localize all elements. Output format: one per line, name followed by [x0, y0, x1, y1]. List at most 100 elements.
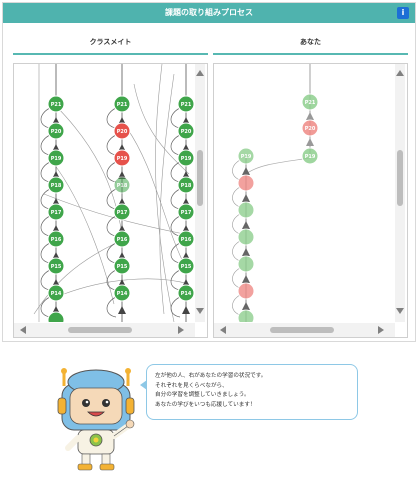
graph-edge [40, 107, 51, 129]
graph-edge [33, 243, 115, 315]
graph-edge [106, 161, 117, 183]
graph-edge [232, 294, 241, 316]
classmates-vscroll-thumb[interactable] [197, 150, 203, 206]
speech-bubble-tail [140, 380, 147, 390]
svg-text:P15: P15 [117, 264, 128, 270]
svg-text:P17: P17 [51, 210, 62, 216]
edge-arrowhead [242, 167, 250, 175]
graph-node: P16 [47, 230, 65, 248]
svg-text:P19: P19 [51, 156, 62, 162]
graph-edge [159, 73, 175, 315]
svg-text:P19: P19 [117, 156, 128, 162]
header-bar: 課題の取り組みプロセス i [3, 3, 415, 23]
graph-edge [40, 242, 51, 264]
svg-text:P21: P21 [305, 100, 316, 106]
svg-text:P19: P19 [241, 154, 252, 160]
classmates-hscrollbar[interactable] [14, 323, 195, 337]
graph-node: P18 [47, 176, 65, 194]
page-title: 課題の取り組みプロセス [165, 8, 253, 17]
edge-arrowhead [242, 194, 250, 202]
graph-edge [40, 269, 51, 291]
svg-text:P18: P18 [117, 183, 128, 189]
graph-node [47, 311, 65, 322]
graph-node: P16 [113, 230, 131, 248]
graph-edge [40, 161, 51, 183]
graph-edge [170, 134, 181, 156]
graph-edge [123, 123, 185, 265]
graph-node: P19 [47, 149, 65, 167]
edge-arrowhead [306, 138, 314, 146]
graph-edge [106, 242, 117, 264]
scroll-left-icon[interactable] [220, 326, 226, 334]
graph-node: P14 [113, 284, 131, 302]
classmates-title: クラスメイト [89, 38, 132, 46]
graph-edge [170, 215, 181, 237]
svg-text:P17: P17 [117, 210, 128, 216]
scroll-up-icon[interactable] [396, 70, 404, 76]
svg-text:P21: P21 [181, 102, 192, 108]
svg-text:P20: P20 [51, 129, 62, 135]
classmates-hscroll-thumb[interactable] [68, 327, 132, 333]
you-hscroll-thumb[interactable] [270, 327, 334, 333]
svg-text:P16: P16 [181, 237, 192, 243]
graph-edge [106, 134, 117, 156]
graph-edge [43, 193, 185, 235]
svg-text:P21: P21 [117, 102, 128, 108]
graph-node: P20 [47, 122, 65, 140]
graph-edge [53, 163, 115, 305]
scroll-up-icon[interactable] [196, 70, 204, 76]
edge-arrowhead [306, 112, 314, 120]
graph-edge [170, 296, 181, 318]
graph-edge [40, 188, 51, 210]
graph-edge [106, 215, 117, 237]
graph-node: P21 [301, 93, 319, 111]
graph-node: P14 [177, 284, 195, 302]
graph-node: P20 [113, 122, 131, 140]
you-vscrollbar[interactable] [395, 64, 405, 322]
graph-edge [106, 269, 117, 291]
svg-text:P17: P17 [181, 210, 192, 216]
graph-edge [155, 64, 175, 322]
svg-text:P16: P16 [51, 237, 62, 243]
info-icon[interactable]: i [397, 7, 409, 19]
scroll-right-icon[interactable] [178, 326, 184, 334]
graph-edge [40, 134, 51, 156]
graph-edge [232, 186, 241, 208]
graph-node [237, 201, 255, 219]
edge-arrowhead [242, 248, 250, 256]
graph-edge [133, 83, 190, 175]
you-vscroll-thumb[interactable] [397, 150, 403, 206]
graph-node: P19 [237, 147, 255, 165]
graph-edge [232, 159, 241, 181]
graph-node: P15 [47, 257, 65, 275]
svg-text:P14: P14 [51, 291, 62, 297]
svg-text:P19: P19 [181, 156, 192, 162]
graph-edge [170, 161, 181, 183]
svg-text:P14: P14 [181, 291, 192, 297]
graph-node [237, 255, 255, 273]
graph-edge [232, 240, 241, 262]
scroll-right-icon[interactable] [378, 326, 384, 334]
graph-edge [170, 188, 181, 210]
graph-edge [106, 188, 117, 210]
graph-node: P17 [47, 203, 65, 221]
edge-arrowhead [242, 302, 250, 310]
graph-edge [170, 269, 181, 291]
graph-edge [40, 215, 51, 237]
svg-text:P20: P20 [305, 126, 316, 132]
scroll-down-icon[interactable] [196, 308, 204, 314]
svg-text:P21: P21 [51, 102, 62, 108]
graph-edge [245, 157, 311, 175]
svg-text:P20: P20 [117, 129, 128, 135]
graph-node: P19 [177, 149, 195, 167]
graph-node [237, 228, 255, 246]
scroll-down-icon[interactable] [396, 308, 404, 314]
you-title: あなた [300, 38, 321, 46]
classmates-vscrollbar[interactable] [195, 64, 205, 322]
graph-node: P20 [177, 122, 195, 140]
message-line-2: それぞれを見くらべながら、 [155, 382, 228, 389]
you-hscrollbar[interactable] [214, 323, 395, 337]
scroll-left-icon[interactable] [20, 326, 26, 334]
